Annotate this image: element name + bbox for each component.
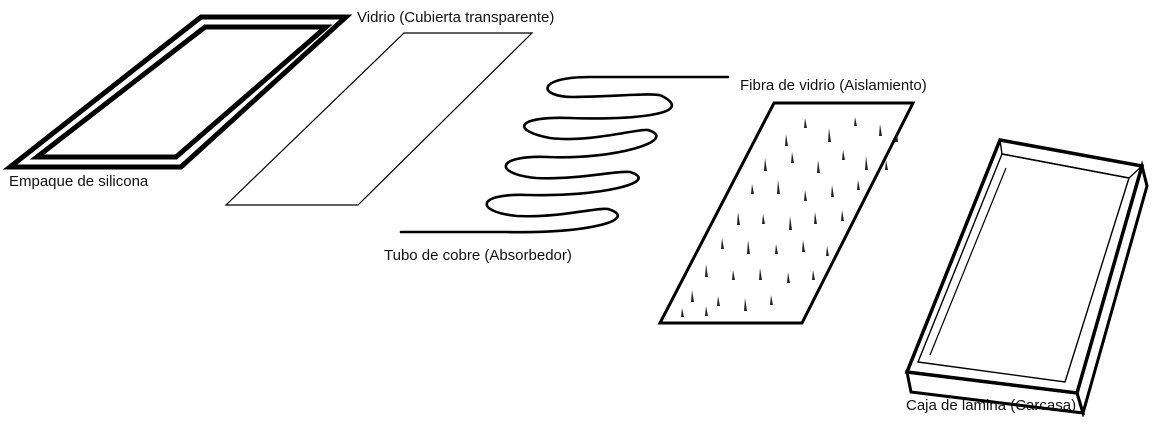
case-inner-edge — [929, 167, 1007, 356]
label-copper-tube: Tubo de cobre (Absorbedor) — [384, 247, 572, 264]
tube-serpentine-path — [399, 75, 730, 234]
glass-outline — [224, 32, 534, 206]
insulation-texture — [681, 117, 898, 317]
gasket-outer-frame — [2, 14, 353, 170]
label-fiberglass-insulation: Fibra de vidrio (Aislamiento) — [740, 77, 927, 94]
case-inner-wall-top — [999, 139, 1143, 179]
label-sheet-metal-case: Caja de lamina (Carcasa) — [906, 397, 1077, 414]
label-silicone-gasket: Empaque de silicona — [9, 173, 149, 190]
glass-cover — [224, 32, 534, 206]
silicone-gasket — [2, 14, 353, 170]
gasket-inner-frame — [29, 24, 333, 160]
case-right-side — [1075, 160, 1149, 419]
sheet-metal-case — [904, 138, 1149, 419]
case-top-rim — [904, 138, 1145, 395]
label-glass-cover: Vidrio (Cubierta transparente) — [357, 9, 555, 26]
copper-tube-absorber — [399, 75, 730, 234]
fiberglass-insulation — [657, 101, 916, 325]
insulation-outline — [657, 101, 916, 325]
